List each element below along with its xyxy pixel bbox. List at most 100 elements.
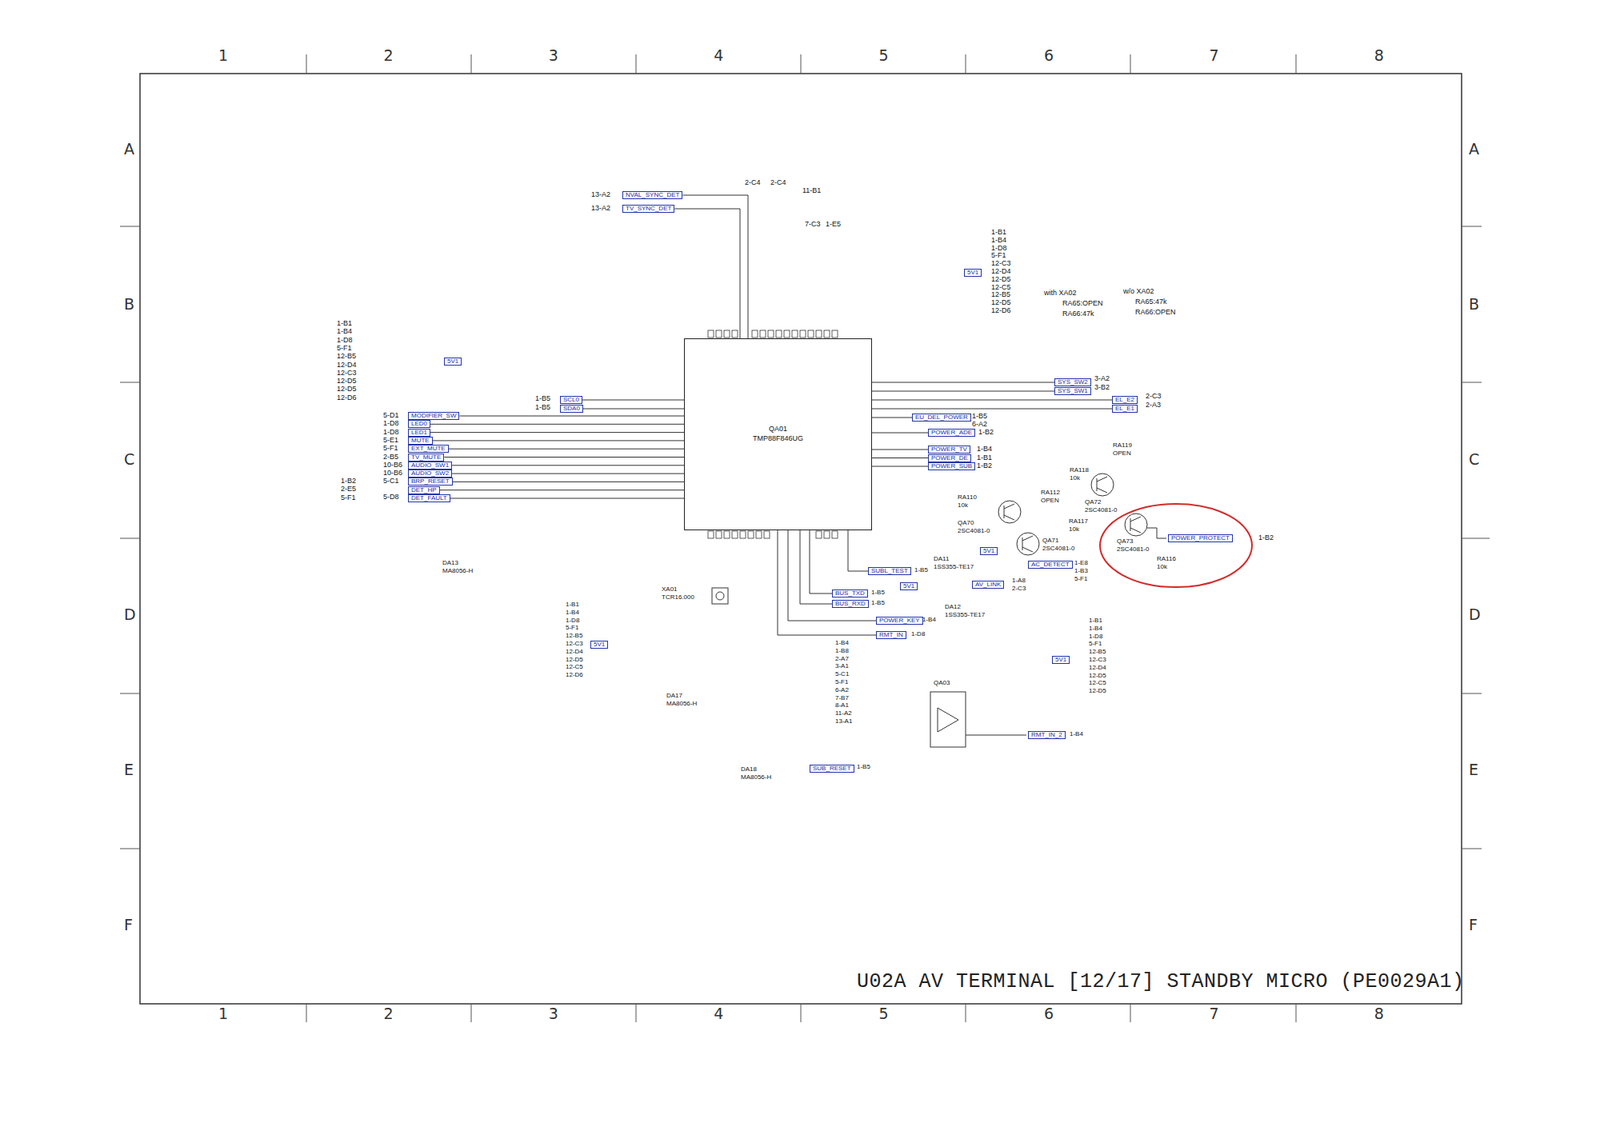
net-reference: 12-B5 xyxy=(1088,648,1107,656)
signal-flag: NVAL_SYNC_DET xyxy=(622,191,683,200)
signal-flag: 5V1 xyxy=(444,357,462,366)
net-reference: 1-B1 xyxy=(564,601,580,608)
net-reference: 12-C3 xyxy=(564,640,584,648)
signal-flag: POWER_KEY xyxy=(876,616,924,625)
net-reference: 5-F1 xyxy=(1073,576,1088,583)
signal-flag: POWER_PROTECT xyxy=(1168,534,1233,543)
signal-flag: AUDIO_SW1 xyxy=(408,461,452,470)
net-reference: OPEN xyxy=(1040,497,1060,504)
net-reference: 12-D6 xyxy=(990,307,1012,315)
signal-wire xyxy=(872,400,1112,401)
net-reference: 3-B2 xyxy=(1093,384,1111,392)
net-reference: with XA02 xyxy=(1043,289,1078,297)
net-reference: DA12 xyxy=(944,604,962,611)
signal-name: NVAL_SYNC_DET xyxy=(625,191,680,199)
signal-wire xyxy=(452,481,684,483)
signal-flag: MODIFIER_SW xyxy=(408,412,460,420)
grid-reference: 3 xyxy=(548,48,560,64)
net-reference: 1-D8 xyxy=(1088,633,1104,640)
net-reference: 1-B5 xyxy=(534,395,552,403)
signal-name: EL_E1 xyxy=(1115,404,1135,412)
signal-wire xyxy=(582,400,684,401)
signal-flag: SUB_RESET xyxy=(809,764,855,773)
grid-reference: C xyxy=(1468,452,1480,468)
net-reference: 1-D8 xyxy=(564,617,580,624)
signal-flag: 5V1 xyxy=(1052,656,1070,664)
net-reference: 12-B5 xyxy=(564,632,584,640)
net-reference: 12-B5 xyxy=(336,352,357,360)
signal-name: SYS_SW2 xyxy=(1057,378,1088,386)
net-reference: 12-D5 xyxy=(336,377,358,385)
net-reference: MA8056-H xyxy=(665,700,698,708)
grid-reference: 2 xyxy=(382,48,394,64)
signal-wire xyxy=(848,530,868,572)
net-reference: 1-B2 xyxy=(340,477,357,485)
net-reference: 1-B4 xyxy=(921,616,937,624)
signal-wire xyxy=(872,432,928,434)
signal-name: POWER_SUB xyxy=(931,462,972,470)
grid-reference: 6 xyxy=(1043,1006,1055,1022)
signal-wire xyxy=(872,417,912,419)
signal-wire xyxy=(682,195,748,339)
net-reference: 1-B5 xyxy=(913,567,929,574)
net-reference: RA112 xyxy=(1040,489,1061,496)
signal-name: EU_DEL_POWER xyxy=(915,413,968,421)
signal-wire xyxy=(450,498,684,500)
net-reference: 11-A2 xyxy=(834,710,853,717)
signal-flag: LED1 xyxy=(408,428,431,437)
signal-name: BUS_TXD xyxy=(835,589,865,597)
signal-name: EL_E2 xyxy=(1115,396,1135,404)
signal-flag: 5V1 xyxy=(964,268,982,277)
grid-reference: D xyxy=(1468,607,1482,623)
net-reference: 1-B4 xyxy=(1088,625,1104,632)
grid-reference: 1 xyxy=(217,48,229,64)
signal-flag: 5V1 xyxy=(900,582,918,591)
grid-reference: B xyxy=(123,296,136,312)
signal-flag: BRP_RESET xyxy=(408,477,453,486)
signal-name: SYS_SW1 xyxy=(1057,387,1088,395)
net-reference: DA13 xyxy=(441,560,460,567)
grid-reference: 1 xyxy=(217,1006,229,1022)
net-reference: RA116 xyxy=(1156,556,1177,563)
grid-reference: D xyxy=(123,607,137,623)
net-reference: 12-D5 xyxy=(990,299,1012,307)
net-reference: 7-C3 xyxy=(804,220,822,228)
net-reference: 1-B5 xyxy=(971,412,988,420)
net-reference: 2SC4081-0 xyxy=(1041,545,1076,552)
signal-name: LED1 xyxy=(411,428,428,436)
net-reference: 1-B3 xyxy=(1073,568,1089,575)
net-reference: 1-B1 xyxy=(336,320,353,328)
net-reference: RA66:47k xyxy=(1061,310,1096,318)
signal-name: RMT_IN xyxy=(879,631,904,639)
net-reference: 5-F1 xyxy=(990,252,1008,260)
net-reference: 1-B2 xyxy=(977,428,995,436)
signal-flag: RMT_IN_2 xyxy=(1028,731,1066,740)
signal-flag: MUTE xyxy=(408,436,433,445)
signal-flag: SCL0 xyxy=(560,396,583,404)
grid-reference: 6 xyxy=(1043,48,1055,64)
net-reference: XA01 xyxy=(660,586,679,593)
signal-wire xyxy=(430,432,684,433)
signal-flag: SYS_SW2 xyxy=(1054,378,1092,387)
signal-wire xyxy=(872,382,1055,384)
net-reference: 12-C5 xyxy=(564,664,584,671)
net-reference: 1-B5 xyxy=(856,764,872,771)
signal-flag: DET_HP xyxy=(408,486,440,495)
signal-name: SUBL_TEST xyxy=(871,567,908,575)
signal-wire xyxy=(872,457,928,459)
signal-wire xyxy=(432,440,684,441)
signal-name: MUTE xyxy=(411,436,430,444)
net-reference: OPEN xyxy=(1112,450,1132,457)
net-reference: 2-C4 xyxy=(744,179,762,187)
signal-wire xyxy=(583,408,684,410)
net-reference: 1-B4 xyxy=(990,236,1008,244)
net-reference: 12-D5 xyxy=(1088,672,1108,680)
net-reference: 1SS355-TE17 xyxy=(932,564,975,571)
net-reference: TCR16.000 xyxy=(660,594,696,601)
signal-wire xyxy=(800,530,832,604)
signal-wire xyxy=(872,391,1055,392)
signal-name: AUDIO_SW2 xyxy=(411,469,449,477)
grid-reference: 3 xyxy=(548,1006,560,1022)
net-reference: 12-D5 xyxy=(336,385,358,393)
net-reference: 12-C3 xyxy=(336,369,358,377)
